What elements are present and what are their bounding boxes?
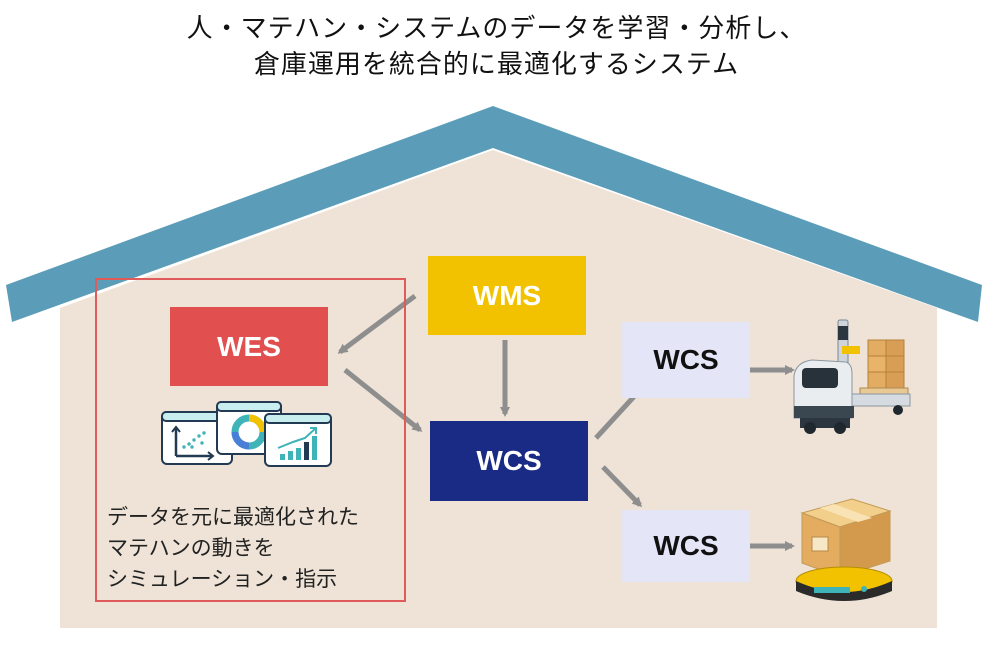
connector-arrows [337, 293, 795, 551]
wcs-top-node: WCS [622, 322, 750, 398]
arrow-wes-to-wcs [343, 368, 423, 432]
bar-chart-icon [264, 413, 332, 467]
arrow-wcs-to-wcs-top [594, 387, 643, 440]
analytics-icons [161, 401, 332, 467]
house-wall [60, 150, 937, 628]
wes-description-line-3: シミュレーション・指示 [107, 567, 338, 591]
forklift-robot-icon [793, 319, 911, 434]
roof [6, 106, 982, 322]
title-line-1: 人・マテハン・システムのデータを学習・分析し、 [186, 14, 807, 44]
title-line-2: 倉庫運用を統合的に最適化するシステム [253, 50, 740, 80]
wcs-bottom-node: WCS [622, 510, 750, 582]
wms-node: WMS [428, 256, 586, 335]
wcs-main-node: WCS [430, 421, 588, 501]
arrow-wcs-to-wcs-bottom [601, 465, 643, 508]
wes-highlight-frame [95, 278, 406, 602]
wes-description-line-1: データを元に最適化された [107, 505, 359, 529]
wes-node: WES [170, 307, 328, 386]
arrow-wms-to-wes [337, 293, 417, 355]
agv-with-box-icon [795, 498, 893, 601]
wes-description-line-2: マテハンの動きを [107, 536, 275, 560]
